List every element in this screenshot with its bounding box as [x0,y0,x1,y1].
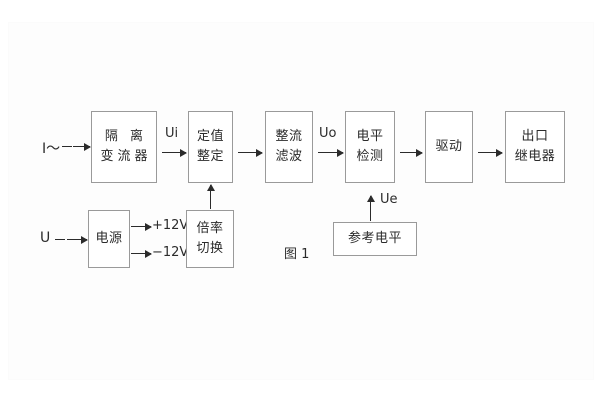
block-output-relay-line1: 出口 [521,128,549,144]
figure-caption: 图 1 [284,247,310,262]
block-multiplier-switch-line1: 倍率 [196,220,224,236]
rail-negative-label: −12V [152,245,189,260]
arrow-setting-to-rectify [238,148,263,157]
block-power-supply[interactable]: 电源 [88,210,130,268]
block-output-relay-line2: 继电器 [514,149,556,164]
block-isolation-transformer-line1: 隔 离 [104,128,148,144]
rail-positive-arrow [131,222,152,231]
block-multiplier-switch[interactable]: 倍率 切换 [186,210,234,268]
block-setting-adjust-line1: 定值 [196,128,224,144]
block-reference-level-line1: 参考电平 [347,230,402,246]
block-setting-adjust-line2: 整定 [196,149,224,164]
block-level-detect[interactable]: 电平 检测 [345,111,395,183]
block-output-relay[interactable]: 出口 继电器 [505,111,565,183]
arrow-multiplier-to-setting [206,184,215,209]
input-voltage-lead [55,239,65,240]
input-current-label: I～ [42,141,61,157]
arrow-voltage-to-power-supply [67,235,88,244]
block-rectify-filter[interactable]: 整流 滤波 [265,111,313,183]
input-current-lead [62,146,72,147]
diagram-plate [8,22,594,380]
block-isolation-transformer-line2: 变流器 [100,149,152,164]
block-level-detect-line2: 检测 [356,149,384,164]
signal-ue-label: Ue [380,192,398,207]
input-voltage-label: U [40,230,51,246]
block-rectify-filter-line1: 整流 [275,128,303,144]
arrow-isolation-to-setting [162,148,187,157]
signal-uo-label: Uo [319,126,337,141]
block-level-detect-line1: 电平 [356,128,384,144]
arrow-level-detect-to-drive [400,148,423,157]
block-isolation-transformer[interactable]: 隔 离 变流器 [91,111,157,183]
block-drive[interactable]: 驱动 [425,111,473,183]
arrow-current-to-isolation [73,142,91,151]
block-rectify-filter-line2: 滤波 [275,149,303,164]
signal-ui-label: Ui [165,126,179,141]
block-reference-level[interactable]: 参考电平 [333,222,417,256]
arrow-drive-to-output-relay [478,148,503,157]
arrow-reference-to-level-detect [366,195,375,221]
block-setting-adjust[interactable]: 定值 整定 [188,111,233,183]
arrow-rectify-to-level-detect [318,148,344,157]
block-drive-line1: 驱动 [435,138,463,154]
rail-negative-arrow [131,249,152,258]
rail-positive-label: +12V [152,218,189,233]
block-power-supply-line1: 电源 [95,230,123,246]
block-multiplier-switch-line2: 切换 [196,241,224,256]
